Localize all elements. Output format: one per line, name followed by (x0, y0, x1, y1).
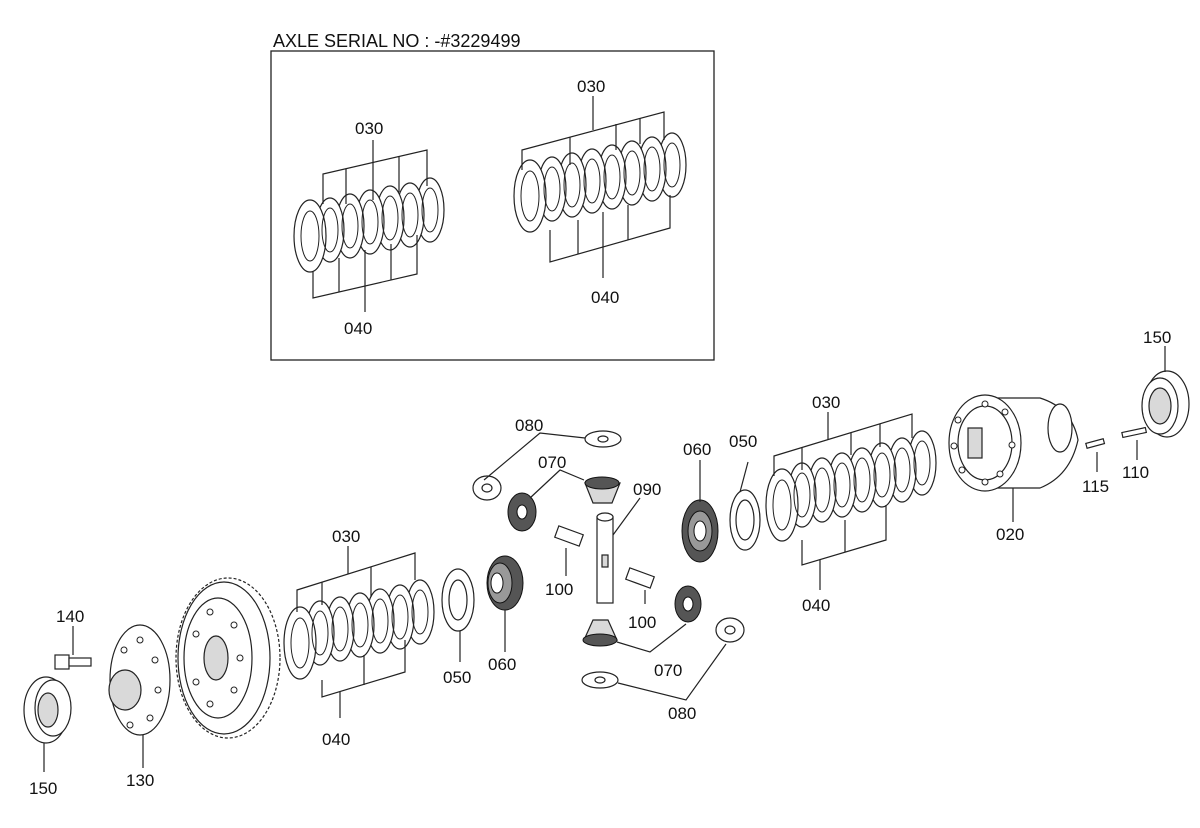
inset-label-040-left: 040 (344, 319, 372, 338)
label-110: 110 (1122, 463, 1149, 482)
label-090: 090 (633, 480, 661, 499)
label-115: 115 (1082, 477, 1109, 496)
label-140: 140 (56, 607, 84, 626)
label-060-right: 060 (683, 440, 711, 459)
label-100-left: 100 (545, 580, 573, 599)
pinion-gear-070-top (507, 469, 621, 532)
label-080-top: 080 (515, 416, 543, 435)
bolt-140 (54, 626, 92, 670)
side-gear-060-left (486, 555, 524, 652)
inset-label-030-right: 030 (577, 77, 605, 96)
ring-gear (175, 577, 281, 739)
shim-050-right (729, 461, 761, 551)
inset-disc-pack-left (293, 140, 445, 312)
flange-130 (108, 624, 171, 768)
side-gear-060-right (681, 460, 719, 563)
inset-frame (270, 50, 715, 361)
label-050-right: 050 (729, 432, 757, 451)
label-030-upper: 030 (812, 393, 840, 412)
inset-panel: AXLE SERIAL NO : -#3229499 (270, 31, 715, 361)
inset-label-030-left: 030 (355, 119, 383, 138)
thrust-washer-080-bottom (581, 617, 745, 701)
thrust-washer-080-top (472, 430, 622, 501)
pinion-gear-070-bottom (582, 585, 702, 653)
disc-pack-lower-left (283, 546, 435, 718)
pin-115 (1085, 438, 1106, 472)
label-070-bottom: 070 (654, 661, 682, 680)
inset-label-040-right: 040 (591, 288, 619, 307)
label-020: 020 (996, 525, 1024, 544)
label-060-left: 060 (488, 655, 516, 674)
cross-shaft-090 (596, 497, 641, 604)
pin-110 (1121, 426, 1148, 460)
disc-pack-upper-right (765, 412, 937, 590)
pin-100-right (624, 567, 656, 604)
label-100-right: 100 (628, 613, 656, 632)
label-150-right: 150 (1143, 328, 1171, 347)
bearing-150-left (23, 676, 72, 772)
shim-050-left (441, 568, 475, 662)
label-070-top: 070 (538, 453, 566, 472)
label-040-upper: 040 (802, 596, 830, 615)
inset-disc-pack-right (513, 96, 687, 278)
label-130: 130 (126, 771, 154, 790)
label-150-left: 150 (29, 779, 57, 798)
differential-housing-020 (948, 394, 1079, 522)
pin-100-left (553, 525, 585, 576)
label-050-left: 050 (443, 668, 471, 687)
label-040-lower: 040 (322, 730, 350, 749)
label-030-lower: 030 (332, 527, 360, 546)
label-080-bottom: 080 (668, 704, 696, 723)
inset-title: AXLE SERIAL NO : -#3229499 (273, 31, 520, 51)
bearing-150-right (1141, 346, 1190, 438)
